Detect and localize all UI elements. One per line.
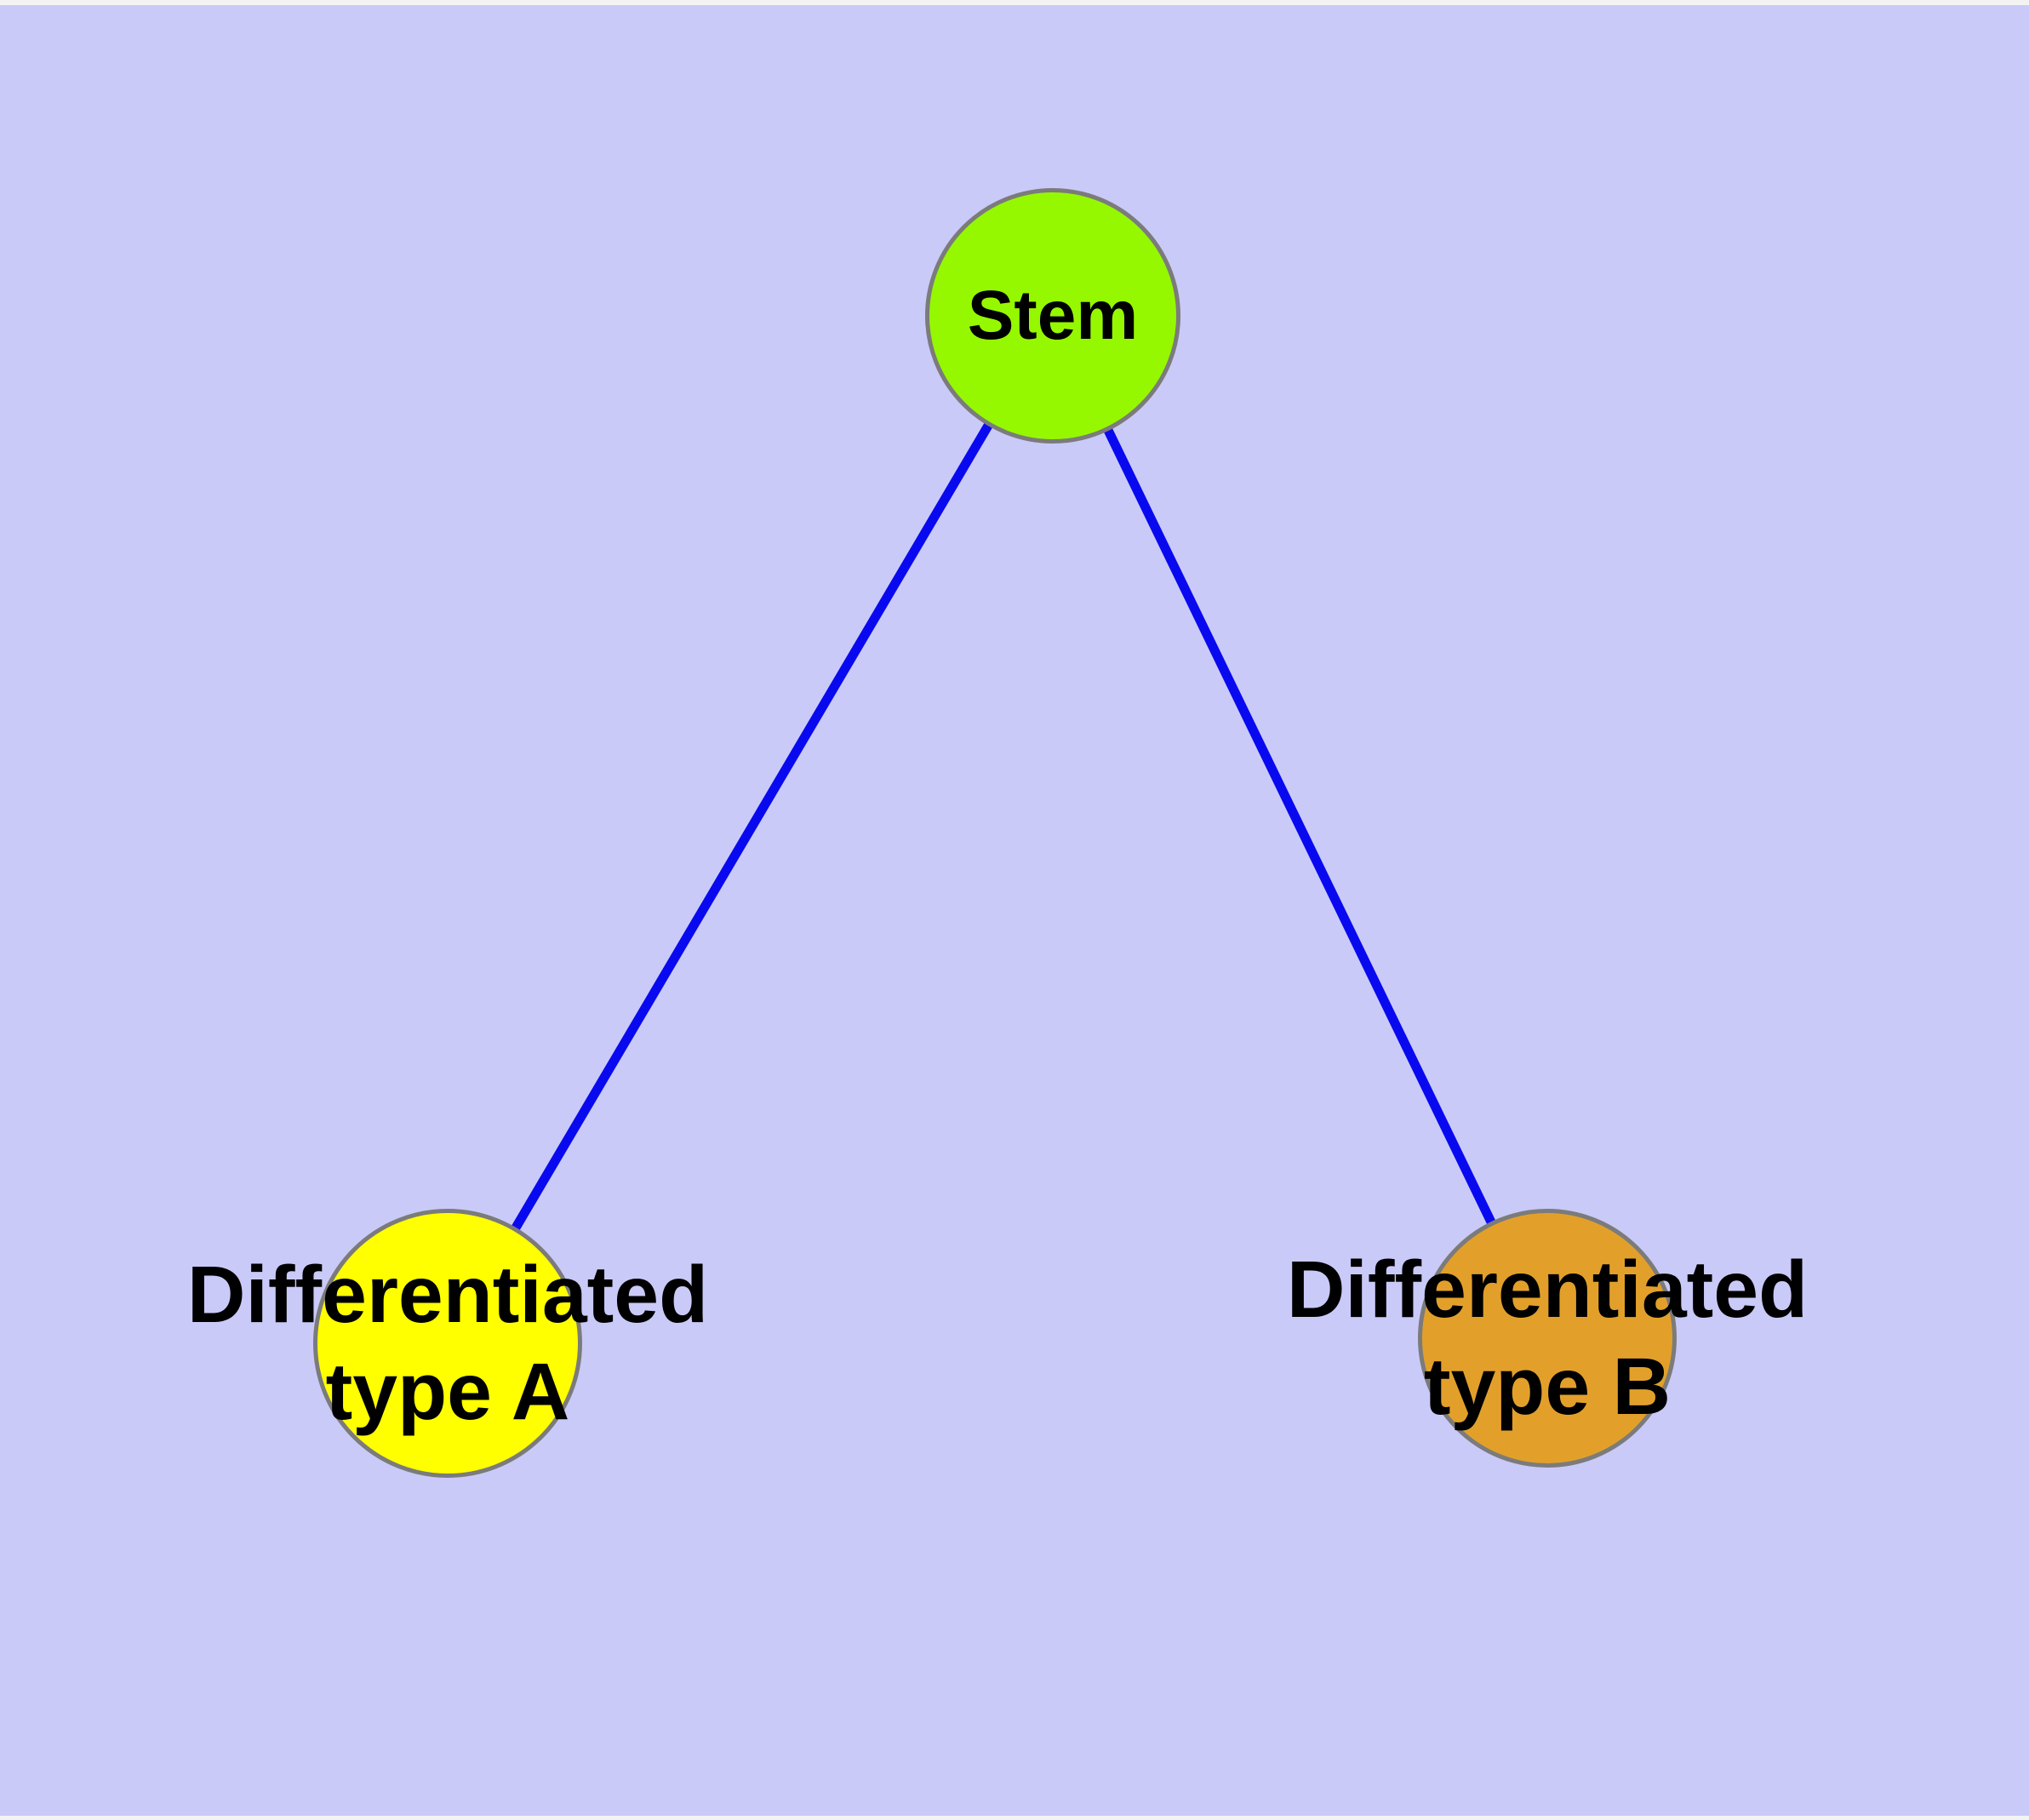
node-label-line: type A [325,1347,570,1437]
edge-stem-to-type-b [1049,313,1552,1341]
node-differentiated-type-a [313,1209,582,1478]
node-label-differentiated-type-a: Differentiated type A [187,1246,708,1440]
edge-stem-to-type-a [443,313,1057,1346]
node-label-line: type B [1423,1342,1672,1432]
node-label-stem: Stem [968,274,1139,358]
node-label-line: Differentiated [1286,1245,1809,1335]
node-label-line: Differentiated [186,1250,709,1340]
top-margin-strip [0,0,2029,5]
node-stem [925,188,1180,444]
node-differentiated-type-b [1418,1209,1677,1468]
bottom-margin-strip [0,1816,2029,1820]
node-label-line: Stem [967,276,1139,354]
node-label-differentiated-type-b: Differentiated type B [1287,1241,1808,1435]
